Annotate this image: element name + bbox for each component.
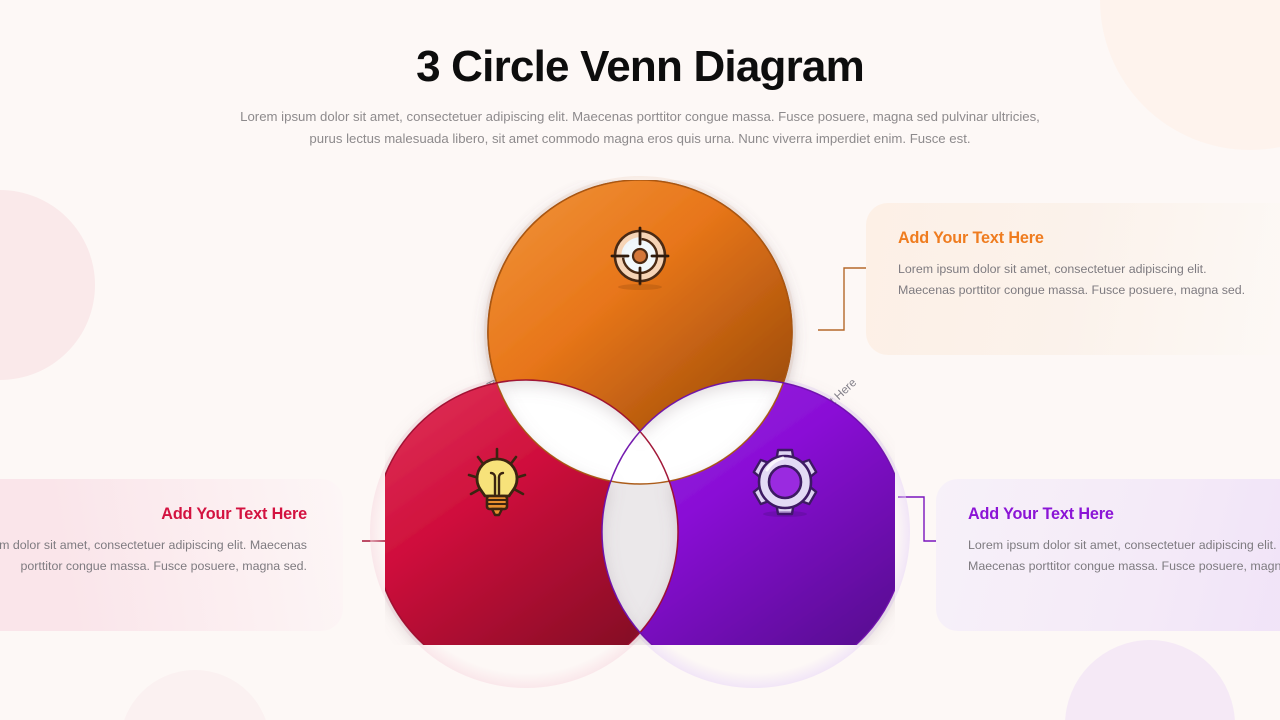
connector-orange xyxy=(818,267,870,331)
venn-shapes xyxy=(385,180,895,645)
callout-red-heading: Add Your Text Here xyxy=(161,505,307,523)
header: 3 Circle Venn Diagram Lorem ipsum dolor … xyxy=(0,0,1280,149)
callout-purple-heading: Add Your Text Here xyxy=(968,505,1114,523)
callout-orange-body: Lorem ipsum dolor sit amet, consectetuer… xyxy=(898,262,1246,298)
callout-red[interactable]: Add Your Text Here Lorem ipsum dolor sit… xyxy=(0,479,343,631)
venn-diagram: Add Your Text Here Add Your Text Here Ad… xyxy=(370,176,910,688)
decor-circle-bottom-left xyxy=(120,670,270,720)
callout-purple[interactable]: Add Your Text Here Lorem ipsum dolor sit… xyxy=(936,479,1280,631)
decor-circle-bottom-right xyxy=(1065,640,1235,720)
callout-orange[interactable]: Add Your Text Here Lorem ipsum dolor sit… xyxy=(866,203,1280,355)
callout-purple-body: Lorem ipsum dolor sit amet, consectetuer… xyxy=(968,538,1280,574)
callout-orange-heading: Add Your Text Here xyxy=(898,229,1044,247)
callout-red-body: Lorem ipsum dolor sit amet, consectetuer… xyxy=(0,538,307,574)
decor-circle-top-left xyxy=(0,190,95,380)
page-subtitle: Lorem ipsum dolor sit amet, consectetuer… xyxy=(240,109,1040,146)
page-title: 3 Circle Venn Diagram xyxy=(416,42,865,91)
